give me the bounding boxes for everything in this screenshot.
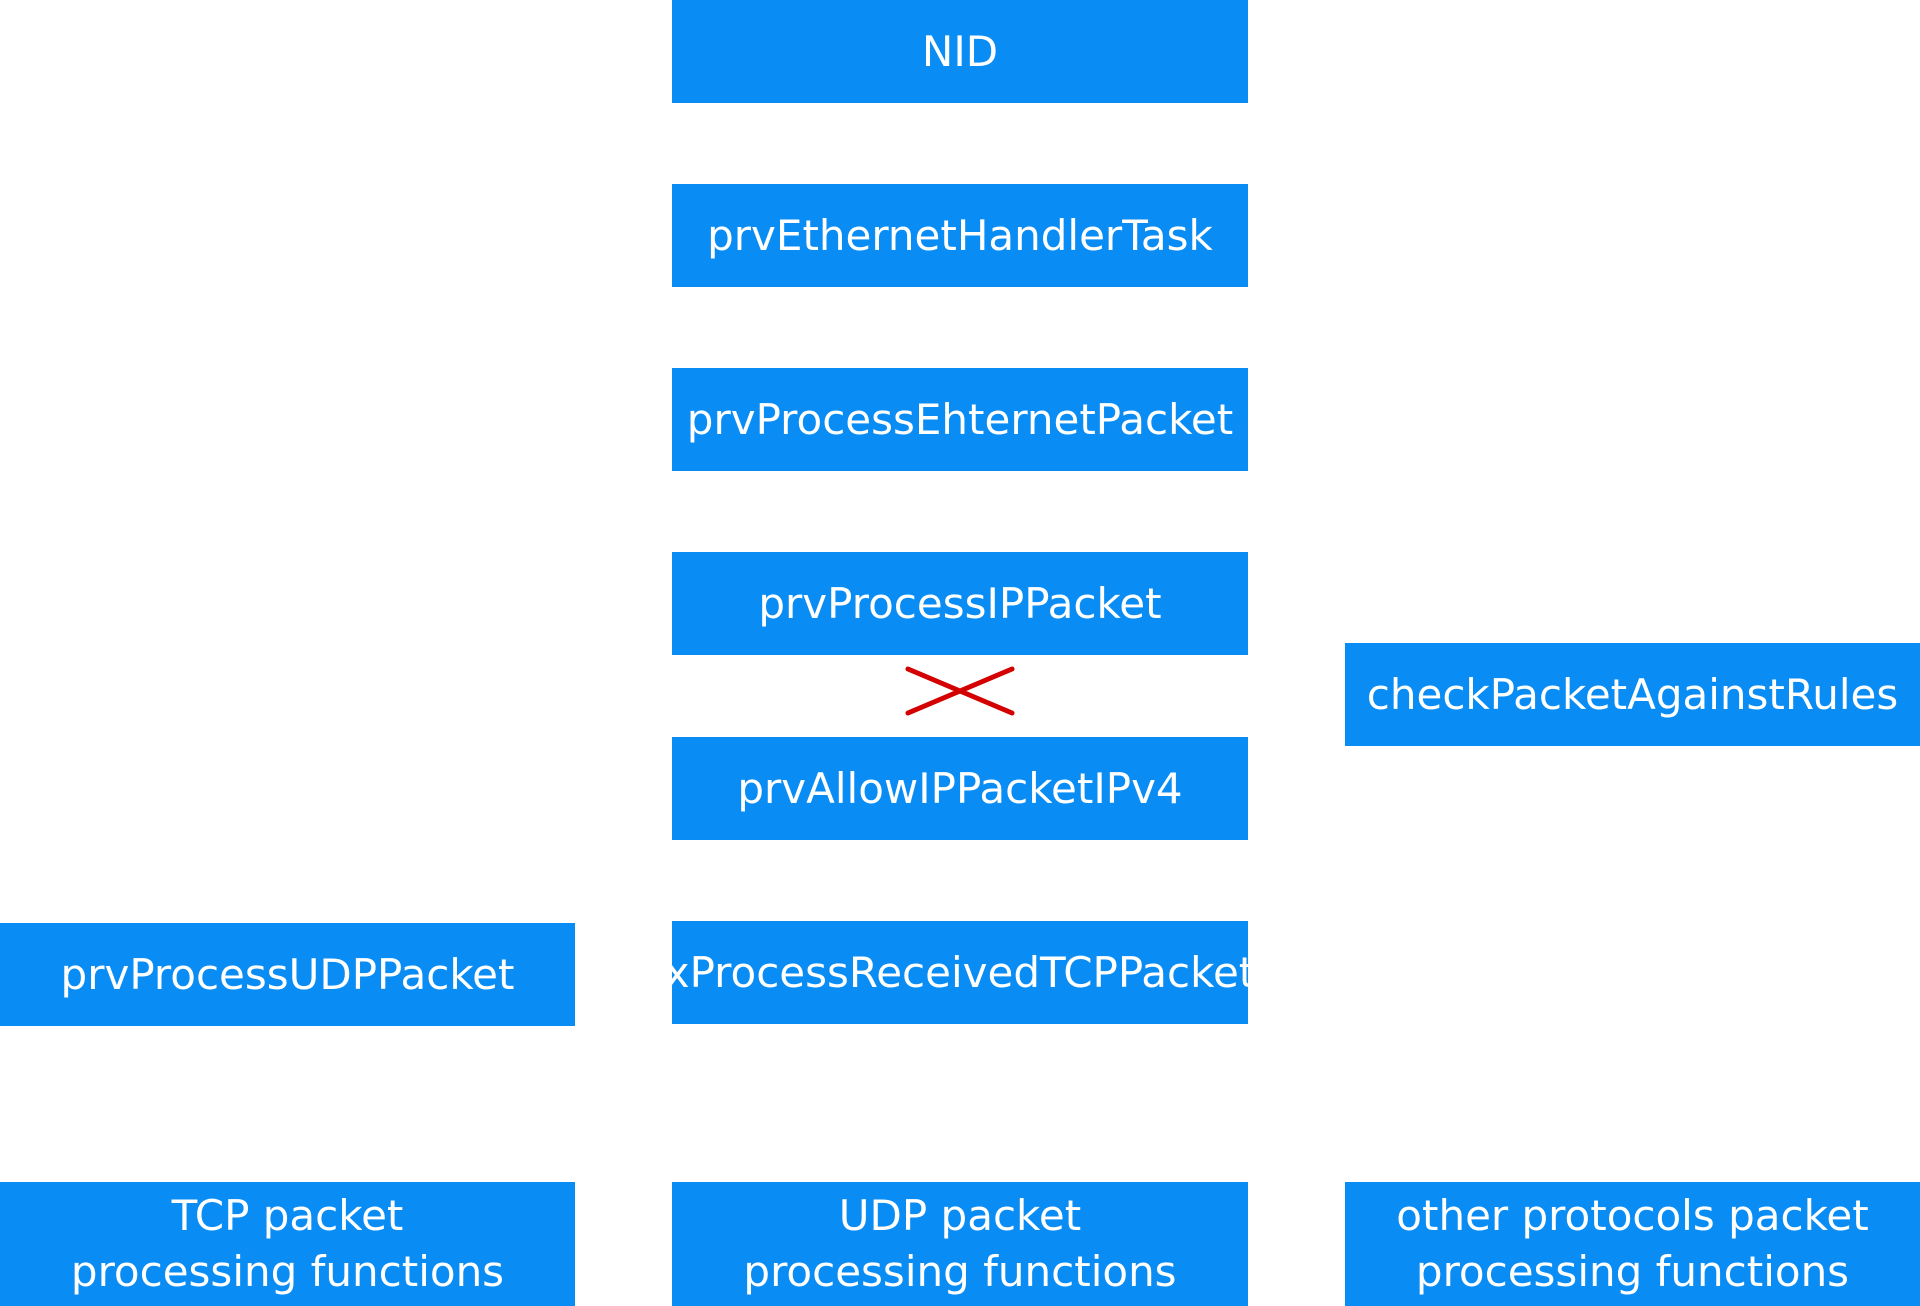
node-other-protocols-packet-processing-functions-label: other protocols packet processing functi… bbox=[1396, 1191, 1869, 1296]
node-tcp-packet-processing-functions: TCP packet processing functions bbox=[0, 1182, 575, 1306]
node-tcp-packet-processing-functions-label: TCP packet processing functions bbox=[70, 1191, 505, 1296]
node-allow-ip-packet-ipv4: prvAllowIPPacketIPv4 bbox=[672, 737, 1248, 840]
node-process-udp-packet-label: prvProcessUDPPacket bbox=[60, 949, 515, 999]
node-other-protocols-packet-processing-functions: other protocols packet processing functi… bbox=[1345, 1182, 1920, 1306]
node-check-packet-against-rules: checkPacketAgainstRules bbox=[1345, 643, 1920, 746]
node-process-received-tcp-packet: xProcessReceivedTCPPacket bbox=[665, 921, 1255, 1024]
node-ethernet-handler-task-label: prvEthernetHandlerTask bbox=[707, 210, 1213, 260]
node-ethernet-handler-task: prvEthernetHandlerTask bbox=[672, 184, 1248, 287]
node-nid-label: NID bbox=[921, 26, 999, 76]
node-process-received-tcp-packet-label: xProcessReceivedTCPPacket bbox=[664, 947, 1256, 997]
blocked-link-cross-icon bbox=[905, 666, 1015, 716]
node-check-packet-against-rules-label: checkPacketAgainstRules bbox=[1366, 669, 1899, 719]
node-process-ip-packet: prvProcessIPPacket bbox=[672, 552, 1248, 655]
node-nid: NID bbox=[672, 0, 1248, 103]
node-allow-ip-packet-ipv4-label: prvAllowIPPacketIPv4 bbox=[737, 763, 1183, 813]
node-process-ethernet-packet: prvProcessEhternetPacket bbox=[672, 368, 1248, 471]
node-udp-packet-processing-functions: UDP packet processing functions bbox=[672, 1182, 1248, 1306]
node-process-ethernet-packet-label: prvProcessEhternetPacket bbox=[686, 394, 1234, 444]
node-process-ip-packet-label: prvProcessIPPacket bbox=[758, 578, 1162, 628]
node-process-udp-packet: prvProcessUDPPacket bbox=[0, 923, 575, 1026]
node-udp-packet-processing-functions-label: UDP packet processing functions bbox=[743, 1191, 1177, 1296]
